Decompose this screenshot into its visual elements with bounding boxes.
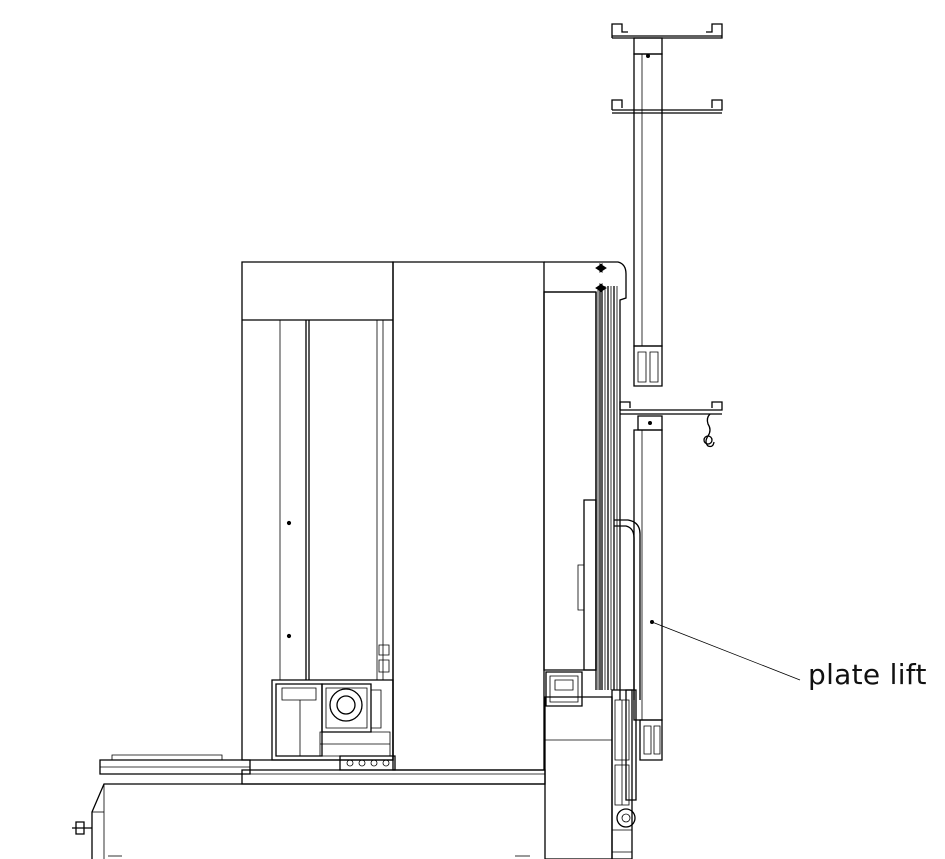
plate-lift-lower bbox=[614, 402, 722, 760]
plate-lift-leader bbox=[652, 622, 800, 680]
right-tower bbox=[544, 262, 626, 706]
middle-tower bbox=[393, 262, 544, 770]
plate-lift-callout-label: plate lift bbox=[808, 658, 927, 691]
drive-motor-assembly bbox=[272, 680, 393, 760]
front-carriage bbox=[545, 690, 636, 859]
plate-lift-upper bbox=[612, 24, 722, 386]
